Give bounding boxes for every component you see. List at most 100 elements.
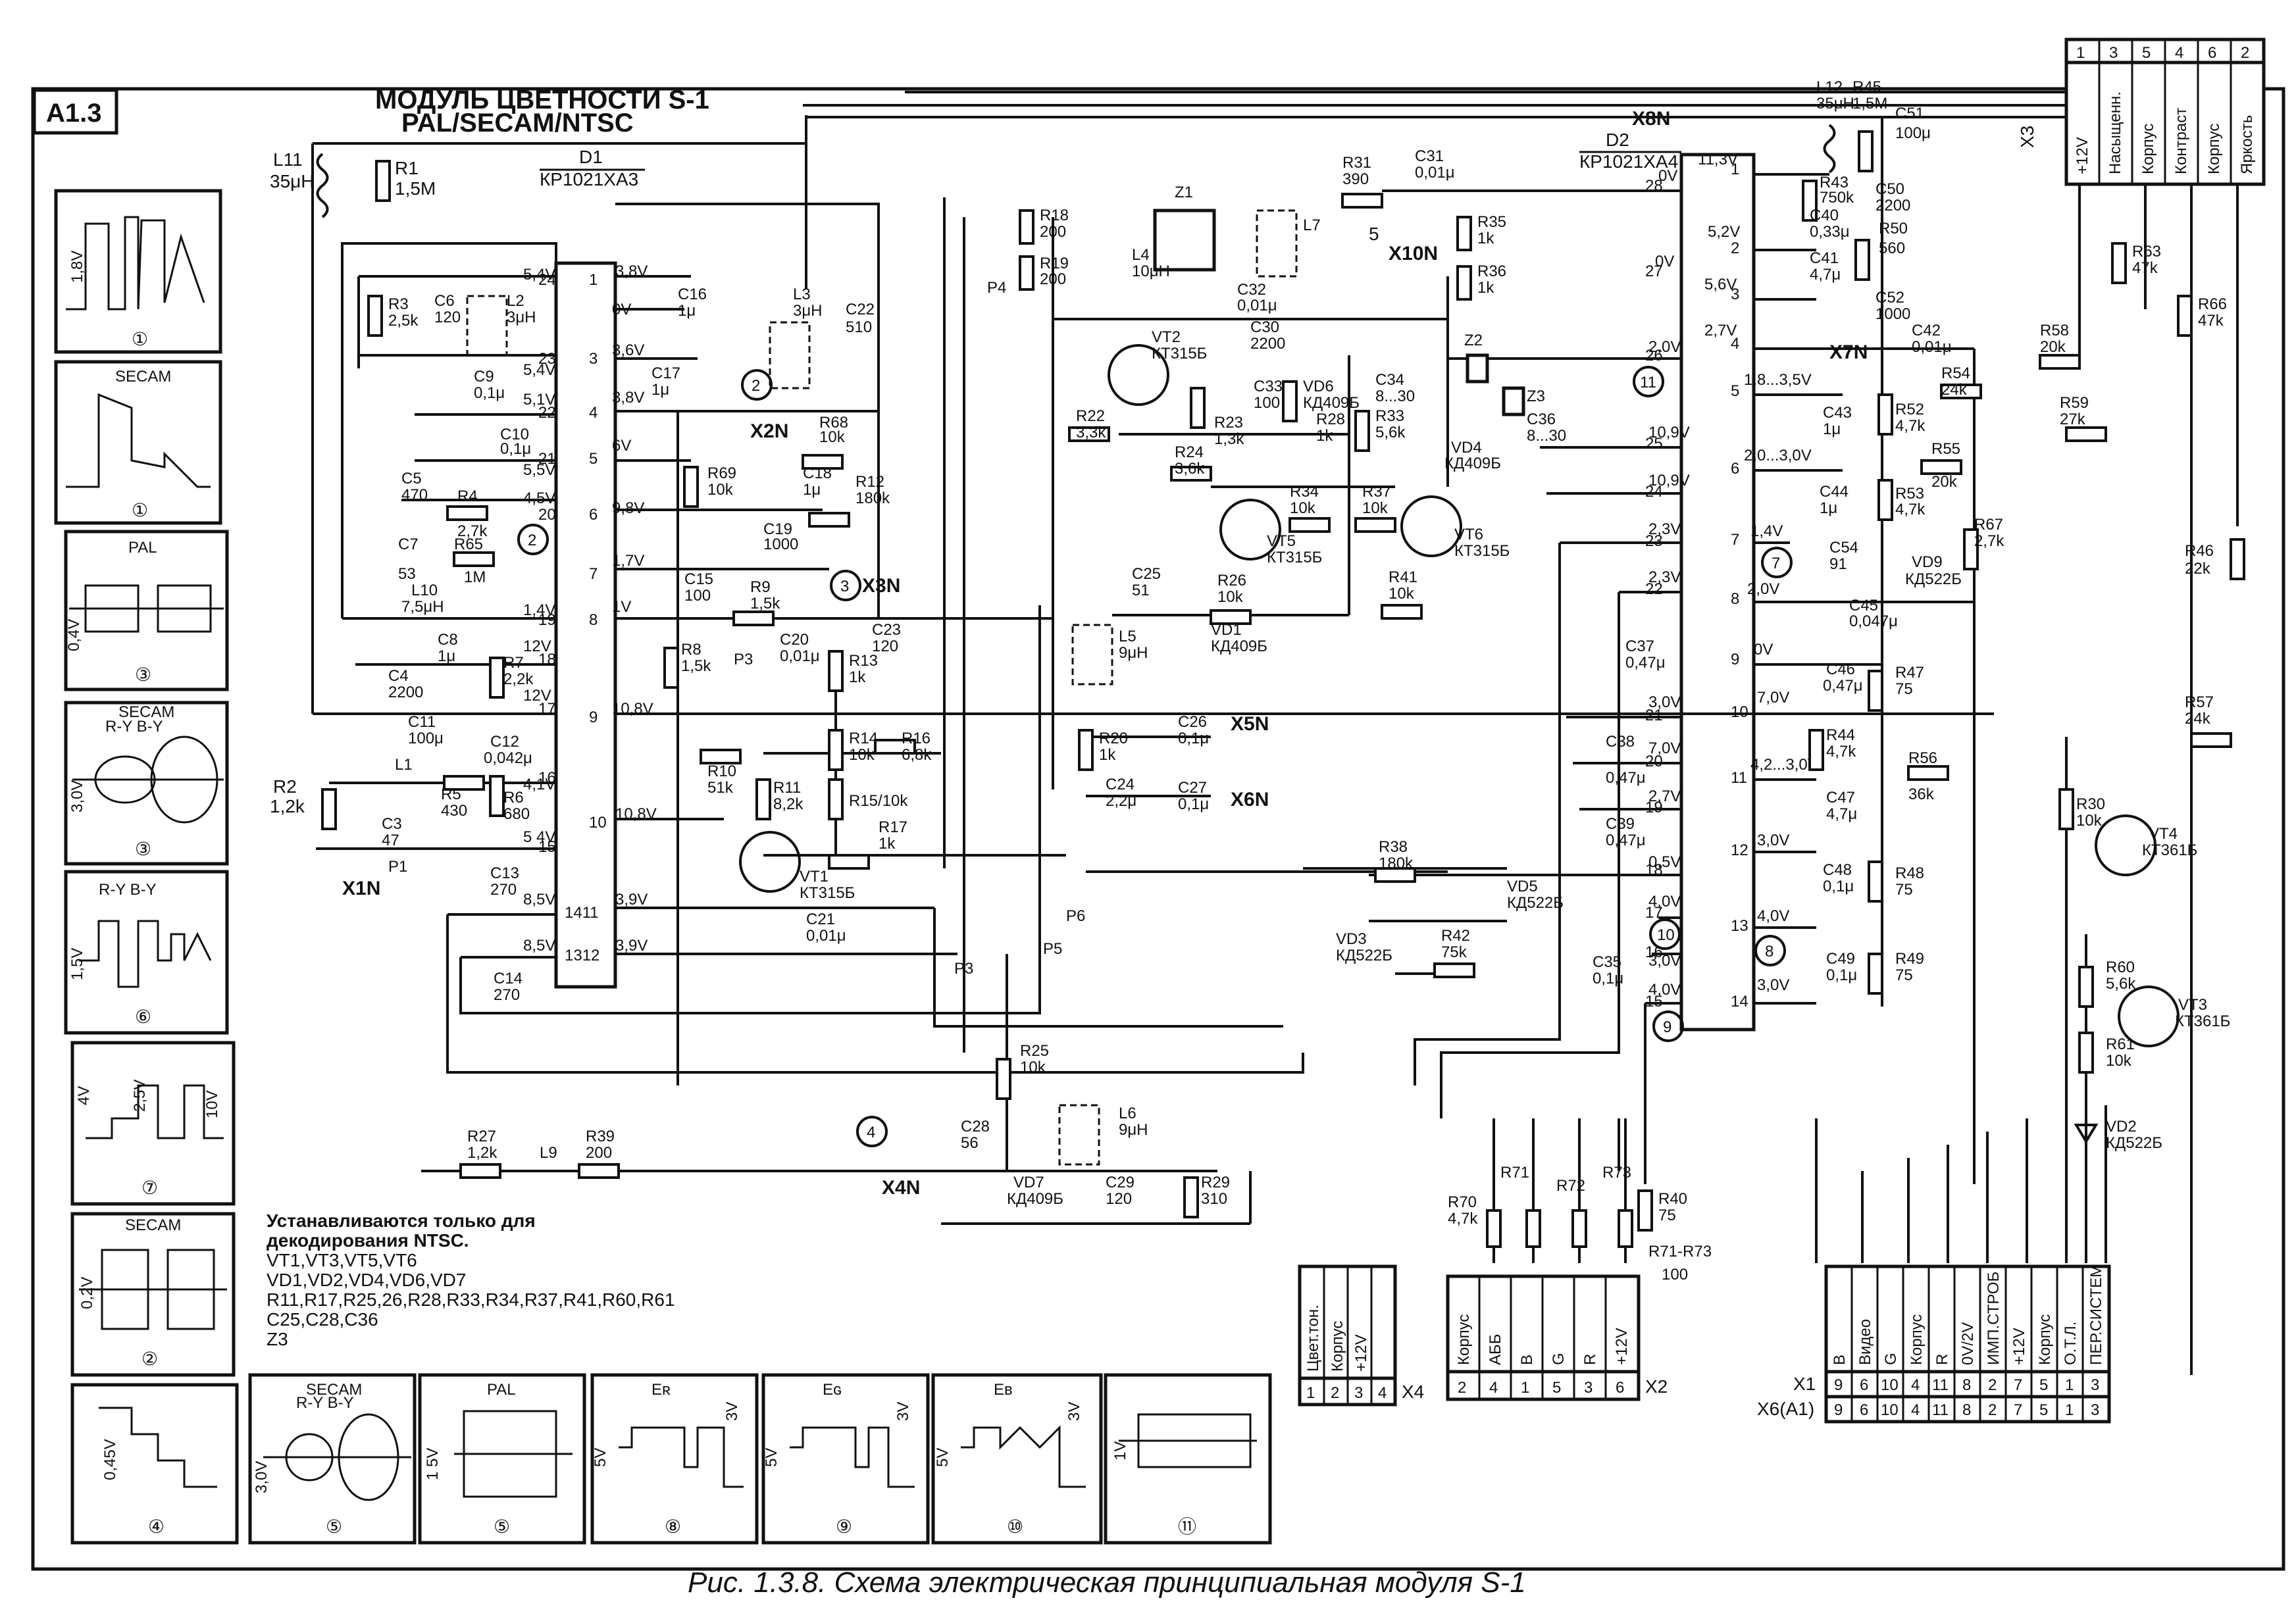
svg-text:L3: L3 bbox=[793, 286, 811, 303]
svg-text:X6(A1): X6(A1) bbox=[1757, 1399, 1814, 1419]
svg-text:⑤: ⑤ bbox=[326, 1516, 342, 1537]
svg-text:5V: 5V bbox=[934, 1448, 952, 1467]
svg-text:C32: C32 bbox=[1237, 281, 1266, 299]
svg-text:R41: R41 bbox=[1389, 568, 1417, 586]
svg-text:VT1,VT3,VT5,VT6: VT1,VT3,VT5,VT6 bbox=[267, 1250, 417, 1270]
svg-text:3: 3 bbox=[1731, 286, 1739, 303]
svg-text:4,7μ: 4,7μ bbox=[1810, 266, 1841, 284]
svg-text:L7: L7 bbox=[1303, 216, 1321, 234]
svg-text:2,7V: 2,7V bbox=[1648, 787, 1681, 805]
svg-text:4,2...3,0V: 4,2...3,0V bbox=[1750, 756, 1818, 774]
waveform-box bbox=[70, 1383, 239, 1545]
svg-text:R71: R71 bbox=[1500, 1164, 1529, 1182]
svg-text:10: 10 bbox=[589, 814, 607, 832]
svg-text:Корпус: Корпус bbox=[1455, 1314, 1473, 1365]
svg-text:10V: 10V bbox=[203, 1090, 221, 1118]
svg-text:3,6V: 3,6V bbox=[612, 341, 644, 359]
svg-text:КД522Б: КД522Б bbox=[1905, 570, 1962, 588]
svg-text:20k: 20k bbox=[2040, 338, 2066, 356]
svg-text:R26: R26 bbox=[1217, 572, 1246, 589]
svg-text:C37: C37 bbox=[1625, 637, 1654, 655]
svg-text:9: 9 bbox=[589, 709, 598, 726]
svg-text:Корпус: Корпус bbox=[1908, 1314, 1926, 1365]
svg-text:4: 4 bbox=[867, 1124, 875, 1141]
svg-text:1: 1 bbox=[1521, 1379, 1529, 1397]
svg-text:1,5k: 1,5k bbox=[681, 657, 711, 675]
svg-text:L12: L12 bbox=[1816, 78, 1843, 96]
svg-text:VD3: VD3 bbox=[1336, 930, 1367, 948]
svg-text:C38: C38 bbox=[1606, 733, 1635, 751]
svg-text:15: 15 bbox=[1645, 993, 1663, 1010]
title: МОДУЛЬ ЦВЕТНОСТИ S-1 bbox=[375, 86, 709, 114]
svg-text:4: 4 bbox=[1489, 1379, 1498, 1397]
svg-text:3,0V: 3,0V bbox=[68, 780, 86, 812]
svg-text:L4: L4 bbox=[1132, 246, 1150, 264]
svg-text:R13: R13 bbox=[849, 652, 878, 670]
svg-text:7,5μH: 7,5μH bbox=[401, 598, 444, 616]
svg-text:120: 120 bbox=[872, 637, 898, 655]
svg-text:1: 1 bbox=[2065, 1376, 2074, 1394]
svg-text:R11,R17,R25,26,R28,R33,R34,R37: R11,R17,R25,26,R28,R33,R34,R37,R41,R60,R… bbox=[267, 1289, 675, 1310]
svg-text:R42: R42 bbox=[1441, 927, 1470, 945]
svg-text:8,5V: 8,5V bbox=[523, 937, 555, 955]
svg-text:X3: X3 bbox=[2017, 126, 2037, 148]
svg-text:24: 24 bbox=[538, 271, 556, 289]
vt1-ref: VT1 bbox=[800, 868, 829, 885]
svg-text:R1: R1 bbox=[395, 158, 419, 178]
svg-text:SECAM: SECAM bbox=[306, 1381, 362, 1399]
sheet-id-box bbox=[32, 88, 118, 135]
svg-text:C3: C3 bbox=[382, 815, 402, 833]
svg-text:2: 2 bbox=[1731, 239, 1739, 257]
svg-text:декодирования NTSC.: декодирования NTSC. bbox=[267, 1230, 469, 1251]
svg-text:100: 100 bbox=[1254, 394, 1280, 412]
svg-text:5: 5 bbox=[2039, 1376, 2048, 1394]
svg-text:КД522Б: КД522Б bbox=[1507, 894, 1564, 912]
svg-text:4,0V: 4,0V bbox=[1757, 907, 1789, 925]
svg-text:19: 19 bbox=[1645, 799, 1663, 816]
svg-text:R48: R48 bbox=[1895, 864, 1924, 882]
svg-text:1,5V: 1,5V bbox=[68, 948, 86, 980]
waveform-box bbox=[64, 870, 229, 1035]
svg-text:120: 120 bbox=[434, 309, 461, 326]
svg-text:0,47μ: 0,47μ bbox=[1823, 677, 1863, 695]
svg-text:R72: R72 bbox=[1556, 1177, 1585, 1195]
svg-text:1μ: 1μ bbox=[1823, 420, 1841, 438]
svg-text:10k: 10k bbox=[2076, 812, 2103, 830]
svg-text:1: 1 bbox=[1731, 161, 1739, 178]
svg-text:270: 270 bbox=[494, 986, 520, 1004]
svg-text:10k: 10k bbox=[2106, 1052, 2132, 1070]
svg-text:11: 11 bbox=[1731, 769, 1747, 787]
svg-text:R17: R17 bbox=[879, 818, 907, 836]
svg-text:Цвет.тон.: Цвет.тон. bbox=[1304, 1305, 1322, 1372]
svg-text:5,4V: 5,4V bbox=[523, 266, 555, 284]
svg-text:3μH: 3μH bbox=[507, 309, 536, 326]
svg-text:2,0V: 2,0V bbox=[1747, 580, 1779, 598]
svg-text:R-Y B-Y: R-Y B-Y bbox=[296, 1394, 354, 1412]
svg-text:X7N: X7N bbox=[1829, 341, 1868, 363]
svg-text:11: 11 bbox=[1932, 1401, 1949, 1419]
svg-text:VD7: VD7 bbox=[1013, 1174, 1044, 1191]
svg-text:1: 1 bbox=[1306, 1384, 1315, 1402]
svg-text:5,6k: 5,6k bbox=[2106, 975, 2136, 993]
svg-text:2,3V: 2,3V bbox=[1648, 568, 1681, 586]
svg-text:Устанавливаются только для: Устанавливаются только для bbox=[267, 1210, 536, 1231]
svg-text:4,7k: 4,7k bbox=[1826, 743, 1856, 761]
svg-text:C39: C39 bbox=[1606, 815, 1635, 833]
svg-text:C27: C27 bbox=[1178, 779, 1207, 797]
svg-text:8...30: 8...30 bbox=[1375, 387, 1415, 405]
svg-text:2,2μ: 2,2μ bbox=[1106, 792, 1136, 810]
svg-text:7: 7 bbox=[2014, 1376, 2022, 1394]
svg-text:C35: C35 bbox=[1593, 953, 1621, 971]
svg-text:КР1021ХА4: КР1021ХА4 bbox=[1579, 151, 1678, 172]
svg-text:0,1μ: 0,1μ bbox=[474, 384, 505, 402]
svg-text:C34: C34 bbox=[1375, 371, 1404, 389]
svg-text:P3: P3 bbox=[954, 960, 973, 978]
svg-text:1,2k: 1,2k bbox=[270, 796, 305, 816]
svg-text:1 5V: 1 5V bbox=[424, 1448, 442, 1480]
svg-text:9: 9 bbox=[1731, 651, 1739, 668]
svg-text:1μ: 1μ bbox=[1820, 499, 1837, 517]
svg-text:R66: R66 bbox=[2198, 295, 2227, 313]
svg-text:7,0V: 7,0V bbox=[1757, 689, 1789, 707]
svg-text:5: 5 bbox=[2039, 1401, 2048, 1419]
